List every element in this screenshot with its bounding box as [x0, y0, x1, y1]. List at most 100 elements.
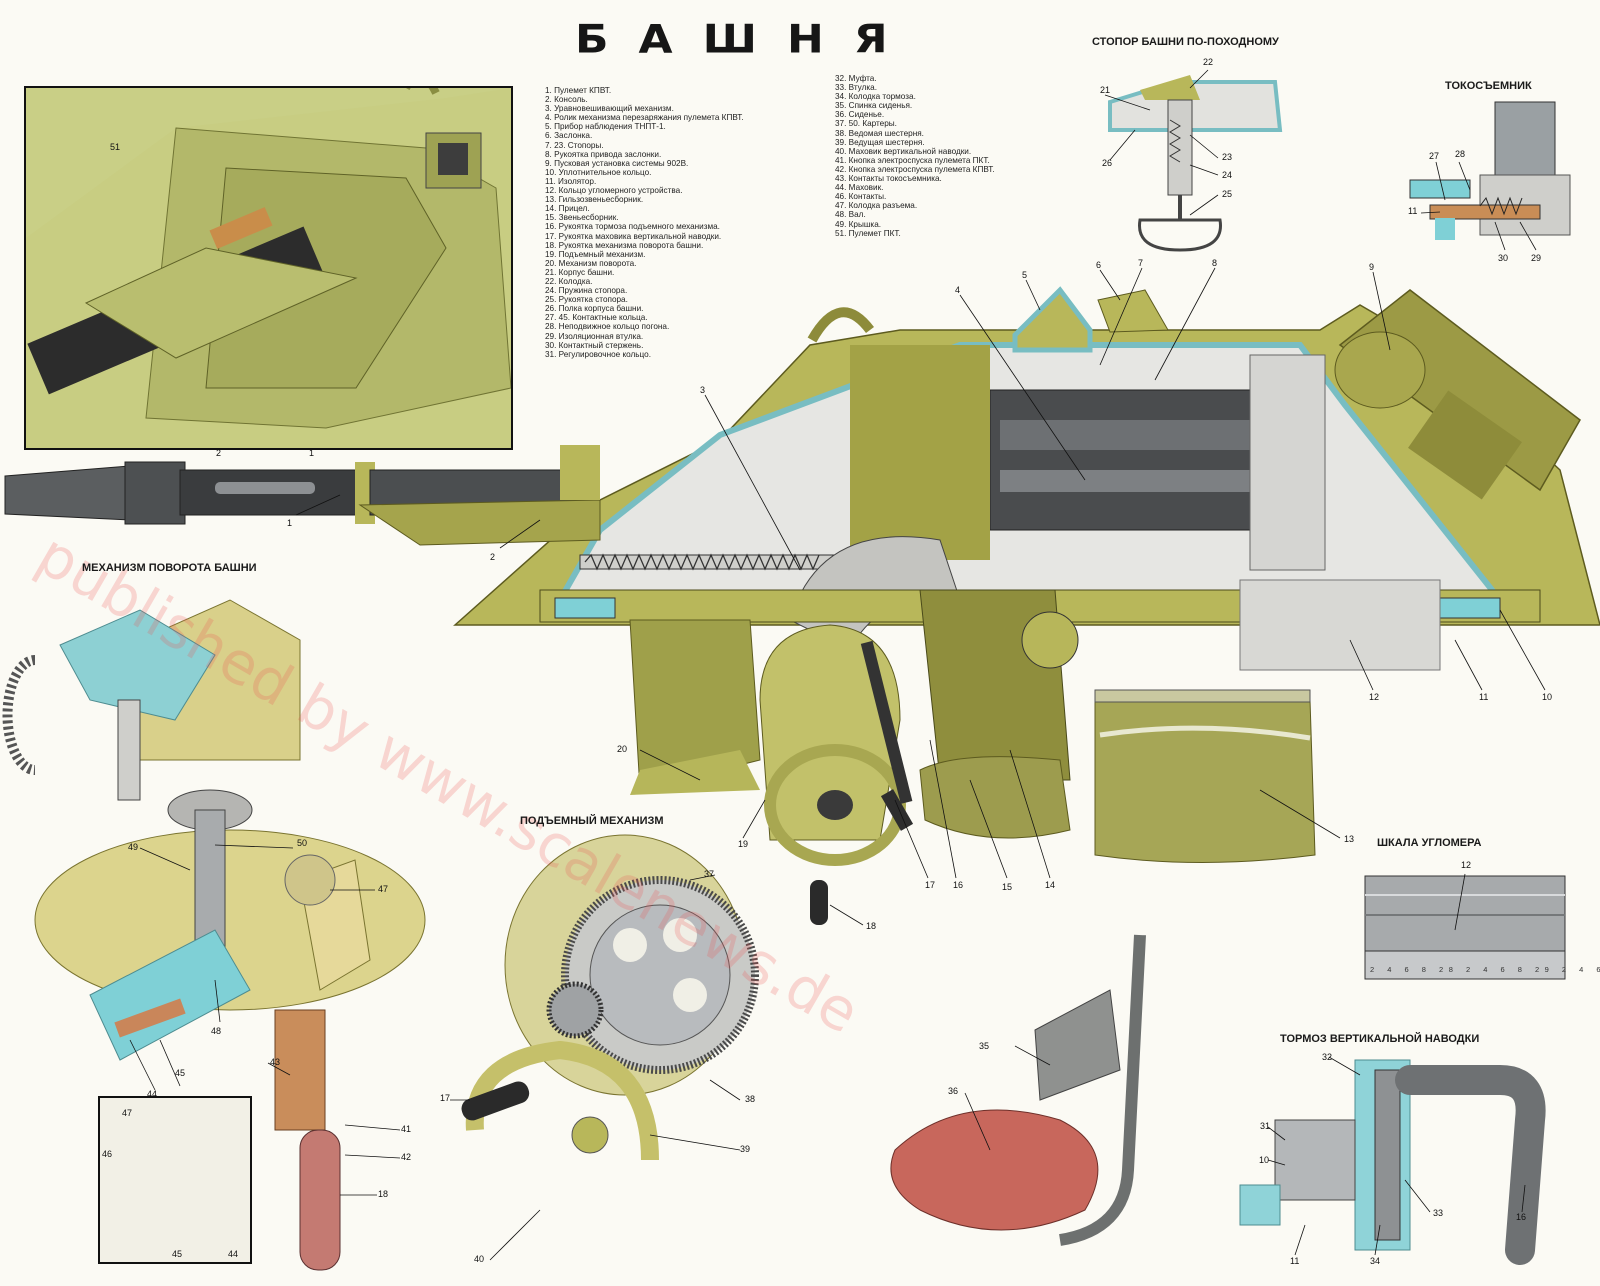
pkt-inset-art [26, 88, 511, 448]
elevation-mechanism-detail [461, 834, 759, 1161]
legend-item: 30. Контактный стержень. [545, 340, 644, 350]
legend-item: 32. Муфта. [835, 74, 877, 83]
legend-item: 35. Спинка сиденья. [835, 101, 913, 111]
callout-7: 7 [1138, 258, 1144, 268]
legend-item: 7. 23. Стопоры. [545, 140, 604, 150]
callout-26: 26 [1102, 158, 1113, 168]
callout-49: 49 [128, 842, 139, 852]
legend-item: 44. Маховик. [835, 183, 884, 193]
callout-12: 12 [1461, 860, 1472, 870]
turret-main-cutaway [453, 286, 1600, 925]
legend-item: 2. Консоль. [545, 95, 588, 105]
callout-28: 28 [1455, 149, 1466, 159]
callout-17: 17 [440, 1093, 451, 1103]
callout-46: 46 [102, 1149, 113, 1159]
callout-16: 16 [953, 880, 964, 890]
legend-item: 22. Колодка. [545, 276, 593, 286]
traverse-mechanism-detail [2, 599, 426, 1271]
callout-44: 44 [228, 1249, 239, 1259]
section-travel-lock: СТОПОР БАШНИ ПО-ПОХОДНОМУ [1092, 36, 1279, 48]
callout-23: 23 [1222, 152, 1233, 162]
launcher-902v [1334, 289, 1581, 500]
callout-51: 51 [110, 142, 121, 152]
callout-22: 22 [1203, 57, 1214, 67]
legend-item: 31. Регулировочное кольцо. [545, 349, 651, 359]
brake-lever [1395, 1065, 1546, 1265]
section-vertical-brake: ТОРМОЗ ВЕРТИКАЛЬНОЙ НАВОДКИ [1280, 1033, 1480, 1045]
ring-sight-block [1249, 354, 1326, 571]
callout-21: 21 [1100, 85, 1111, 95]
callout-41: 41 [401, 1124, 412, 1134]
balancing-spring [579, 553, 851, 571]
legend-item: 29. Изоляционная втулка. [545, 331, 644, 341]
legend-item: 18. Рукоятка механизма поворота башни. [545, 240, 704, 250]
seat-cushion [890, 1109, 1099, 1231]
callout-17: 17 [925, 880, 936, 890]
seat-post [1058, 934, 1146, 1246]
legend-item: 28. Неподвижное кольцо погона. [545, 322, 670, 332]
section-current-collector: ТОКОСЪЕМНИК [1445, 80, 1532, 92]
callout-42: 42 [401, 1152, 412, 1162]
brake-handle [860, 640, 913, 804]
legend-item: 46. Контакты. [835, 192, 887, 202]
legend-item: 51. Пулемет ПКТ. [835, 228, 901, 238]
callout-12: 12 [1369, 692, 1380, 702]
legend-item: 14. Прицел. [545, 204, 590, 214]
callout-36: 36 [948, 1086, 959, 1096]
legend-item: 16. Рукоятка тормоза подъемного механизм… [545, 222, 720, 232]
callout-32: 32 [1322, 1052, 1333, 1062]
legend-item: 27. 45. Контактные кольца. [545, 313, 648, 323]
legend-item: 8. Рукоятка привода заслонки. [545, 149, 662, 159]
callout-27: 27 [1429, 151, 1440, 161]
callout-50: 50 [297, 838, 308, 848]
legend-item: 17. Рукоятка маховика вертикальной навод… [545, 231, 722, 241]
callout-40: 40 [474, 1254, 485, 1264]
link-collector [919, 756, 1071, 839]
callout-13: 13 [1344, 834, 1355, 844]
legend-item: 19. Подъемный механизм. [545, 249, 646, 259]
turret-lifting-eye [807, 307, 874, 343]
legend-item: 13. Гильзозвеньесборник. [545, 195, 644, 205]
legend-item: 24. Пружина стопора. [545, 286, 628, 296]
scale-tick-labels: 2 4 6 8 28 2 4 6 8 29 2 4 6 [1370, 965, 1600, 974]
callout-18: 18 [378, 1189, 389, 1199]
legend-item: 11. Изолятор. [545, 176, 597, 186]
legend-item: 42. Кнопка электроспуска пулемета КПВТ. [835, 164, 995, 174]
callout-3: 3 [700, 385, 706, 395]
travel-lock-detail [1108, 75, 1283, 252]
legend-item: 41. Кнопка электроспуска пулемета ПКТ. [835, 155, 990, 165]
legend-item: 9. Пусковая установка системы 902В. [545, 158, 689, 168]
callout-14: 14 [1045, 880, 1056, 890]
poster-title: БАШНЯ [575, 16, 918, 63]
callout-6: 6 [1096, 260, 1102, 270]
elevation-handwheel [764, 744, 914, 866]
traverse-handle [810, 880, 828, 925]
callout-18: 18 [866, 921, 877, 931]
callout-24: 24 [1222, 170, 1233, 180]
callout-45: 45 [172, 1249, 183, 1259]
callout-19: 19 [738, 839, 749, 849]
callout-2: 2 [490, 552, 496, 562]
legend-item: 36. Сиденье. [835, 110, 885, 120]
callout-2: 2 [216, 448, 222, 458]
vertical-brake-detail [1239, 1059, 1546, 1265]
gun-mantlet [850, 345, 990, 560]
legend-item: 3. Уравновешивающий механизм. [545, 104, 674, 114]
legend-item: 47. Колодка разъема. [835, 201, 918, 211]
pkt-mount-inset [24, 86, 513, 450]
kpvt-barrel-assembly [4, 445, 601, 546]
callout-10: 10 [1542, 692, 1553, 702]
seat-back [1034, 989, 1121, 1101]
legend-item: 10. Уплотнительное кольцо. [545, 167, 652, 177]
legend-item: 15. Звеньесборник. [545, 213, 619, 223]
callout-48: 48 [211, 1026, 222, 1036]
callout-35: 35 [979, 1041, 990, 1051]
parts-legend-left: 1. Пулемет КПВТ.2. Консоль.3. Уравновеши… [545, 86, 744, 359]
callout-11: 11 [1290, 1256, 1300, 1266]
callout-4: 4 [955, 285, 961, 295]
legend-item: 49. Крышка. [835, 219, 882, 229]
callout-29: 29 [1531, 253, 1542, 263]
console-bracket [358, 499, 601, 546]
